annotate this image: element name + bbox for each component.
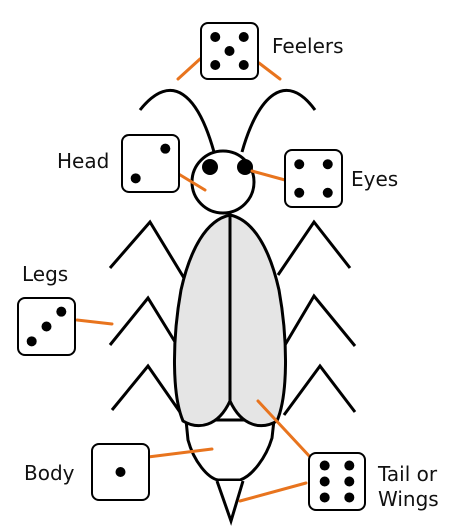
die-pip bbox=[130, 173, 141, 184]
label-tail-line1: Tail or bbox=[377, 462, 438, 486]
eye-left bbox=[202, 159, 218, 175]
label-eyes: Eyes bbox=[351, 167, 398, 191]
die-pip bbox=[319, 476, 330, 487]
die-pip bbox=[160, 143, 171, 154]
die-pip bbox=[319, 460, 330, 471]
leg-left-2 bbox=[108, 295, 182, 351]
die-legs bbox=[17, 297, 76, 356]
connector-wings bbox=[256, 399, 314, 461]
die-pip bbox=[344, 476, 355, 487]
connector-body bbox=[138, 447, 214, 460]
die-pip bbox=[41, 321, 52, 332]
die-pip bbox=[319, 492, 330, 503]
die-pip bbox=[344, 460, 355, 471]
tail-spike bbox=[215, 480, 245, 526]
die-tail bbox=[308, 452, 366, 511]
wing-left bbox=[173, 213, 232, 428]
label-body: Body bbox=[24, 461, 75, 485]
die-body bbox=[91, 443, 150, 501]
die-pip bbox=[322, 187, 333, 198]
die-pip bbox=[26, 336, 37, 347]
die-icon bbox=[284, 149, 343, 208]
die-icon bbox=[308, 452, 366, 511]
die-pip bbox=[294, 159, 305, 170]
leg-left-3 bbox=[110, 363, 184, 416]
die-pip bbox=[56, 306, 67, 317]
die-pip bbox=[224, 46, 235, 56]
die-pip bbox=[210, 60, 221, 70]
die-pip bbox=[238, 32, 249, 42]
leg-right-3 bbox=[282, 363, 357, 416]
eye-right bbox=[237, 159, 253, 175]
die-pip bbox=[115, 467, 126, 477]
die-eyes bbox=[284, 149, 343, 208]
connector-tail bbox=[238, 481, 308, 503]
antenna-right bbox=[240, 89, 317, 153]
connector-feelers-right bbox=[257, 61, 282, 81]
connector-legs bbox=[75, 318, 114, 326]
eyes bbox=[202, 159, 253, 175]
die-pip bbox=[210, 32, 221, 42]
label-tail-line2: Wings bbox=[378, 487, 439, 511]
abdomen bbox=[184, 418, 276, 482]
die-pip bbox=[238, 60, 249, 70]
wing-right bbox=[228, 213, 287, 428]
beetle-drawing bbox=[108, 89, 357, 526]
die-pip bbox=[344, 492, 355, 503]
leg-right-1 bbox=[276, 219, 352, 276]
label-feelers: Feelers bbox=[272, 34, 344, 58]
leg-left-1 bbox=[108, 219, 186, 279]
die-pip bbox=[322, 159, 333, 170]
die-icon bbox=[121, 134, 180, 193]
connector-feelers-left bbox=[176, 57, 202, 81]
leg-right-2 bbox=[280, 293, 357, 351]
connector-eyes bbox=[250, 169, 287, 182]
label-legs: Legs bbox=[22, 262, 68, 286]
die-head bbox=[121, 134, 180, 193]
antenna-left bbox=[138, 89, 216, 153]
label-head: Head bbox=[57, 149, 109, 173]
die-pip bbox=[294, 187, 305, 198]
die-feelers bbox=[200, 22, 259, 80]
